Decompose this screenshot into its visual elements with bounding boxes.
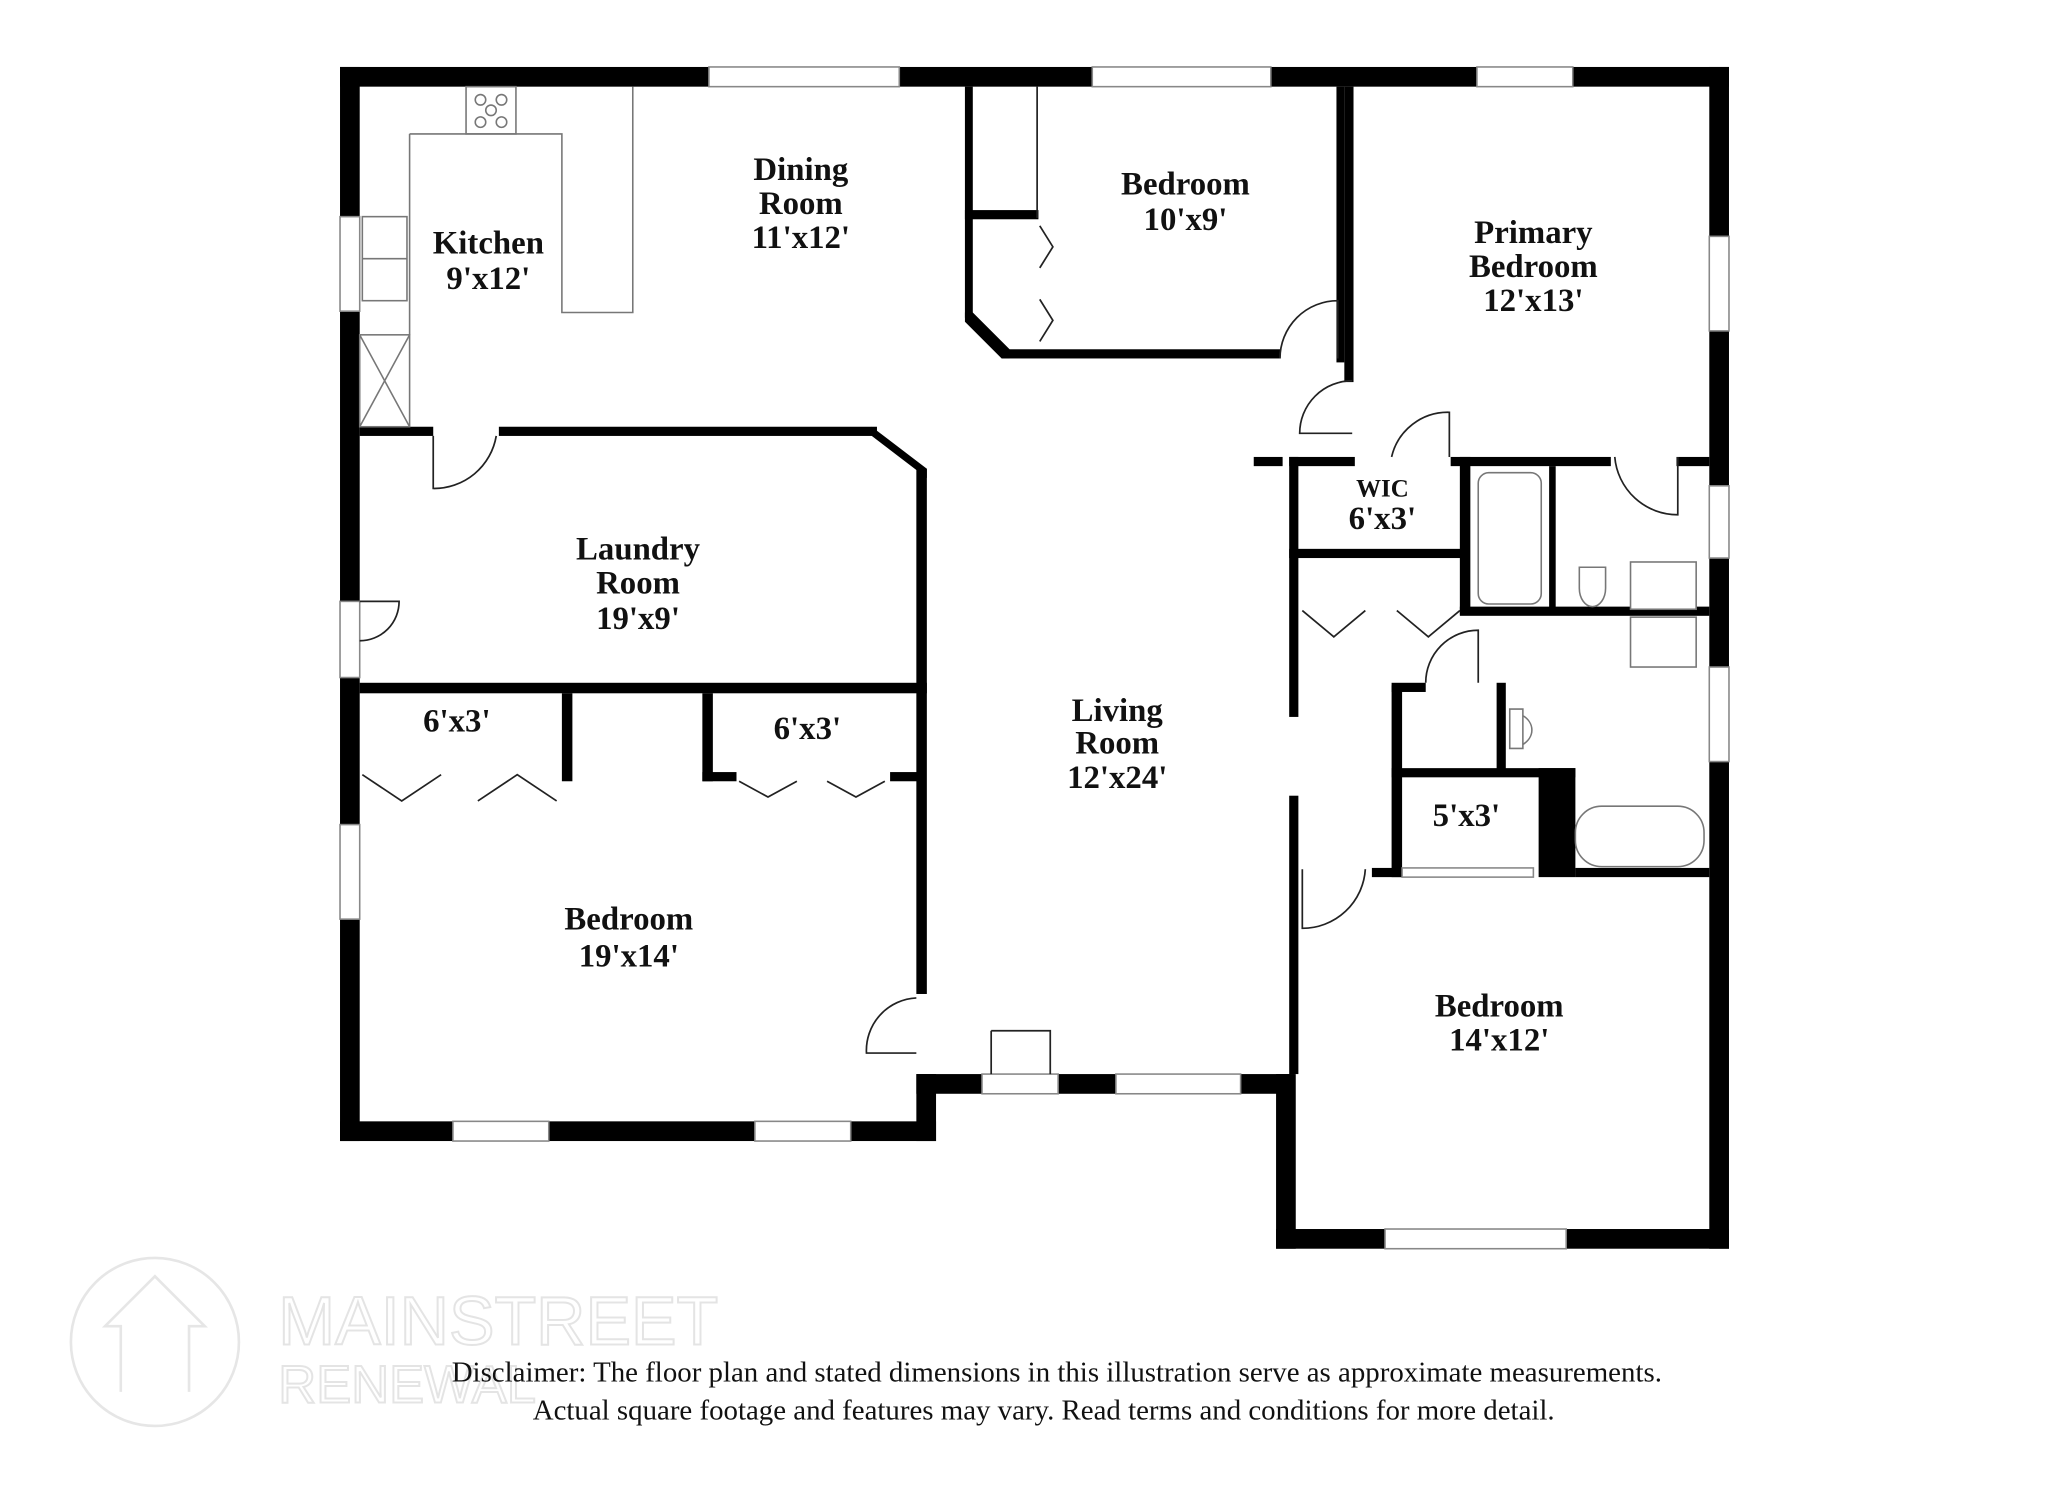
laundry-label-2: Room: [596, 565, 680, 601]
primary-label-2: Bedroom: [1469, 249, 1598, 285]
bedroom-left-size: 19'x14': [579, 938, 679, 974]
living-size: 12'x24': [1067, 760, 1167, 796]
dining-label-2: Room: [759, 186, 843, 222]
living-label-2: Room: [1075, 726, 1159, 762]
bedroom-right-size: 14'x12': [1449, 1022, 1549, 1058]
closet-right-size: 5'x3': [1433, 798, 1500, 834]
laundry-size: 19'x9': [596, 601, 680, 637]
primary-label-1: Primary: [1474, 215, 1593, 251]
windows: [339, 66, 1730, 1250]
shower-icon: [1477, 471, 1543, 605]
bedroom-top-size: 10'x9': [1144, 202, 1228, 238]
bedroom-right-label: Bedroom: [1435, 988, 1564, 1024]
watermark-logo: MAINSTREET RENEWAL: [69, 1256, 719, 1428]
watermark-title: MAINSTREET: [278, 1284, 718, 1360]
doors: [359, 86, 1679, 1075]
laundry-label-1: Laundry: [576, 531, 701, 567]
interior-walls: [359, 86, 1710, 1075]
room-labels: Kitchen 9'x12' Dining Room 11'x12' Bedro…: [423, 152, 1598, 1059]
closet-left-size: 6'x3': [423, 703, 490, 739]
bedroom-top-label: Bedroom: [1121, 166, 1250, 202]
disclaimer-line-1: Disclaimer: The floor plan and stated di…: [452, 1356, 1662, 1388]
dining-size: 11'x12': [752, 220, 850, 256]
kitchen-size: 9'x12': [446, 261, 530, 297]
disclaimer-line-2: Actual square footage and features may v…: [533, 1394, 1555, 1426]
bathtub-icon: [1574, 805, 1705, 868]
wic-label: WIC: [1356, 475, 1409, 502]
fixtures: [358, 85, 1705, 868]
kitchen-label: Kitchen: [433, 225, 544, 261]
bedroom-left-label: Bedroom: [564, 902, 693, 938]
wic-size: 6'x3': [1349, 501, 1416, 537]
primary-size: 12'x13': [1483, 283, 1583, 319]
dining-label-1: Dining: [753, 152, 848, 188]
closet-mid-size: 6'x3': [774, 711, 841, 747]
vanity-sink-icon: [1629, 561, 1697, 611]
living-label-1: Living: [1072, 693, 1164, 729]
toilet-icon: [1578, 566, 1607, 608]
watermark-subtitle: RENEWAL: [278, 1355, 536, 1414]
